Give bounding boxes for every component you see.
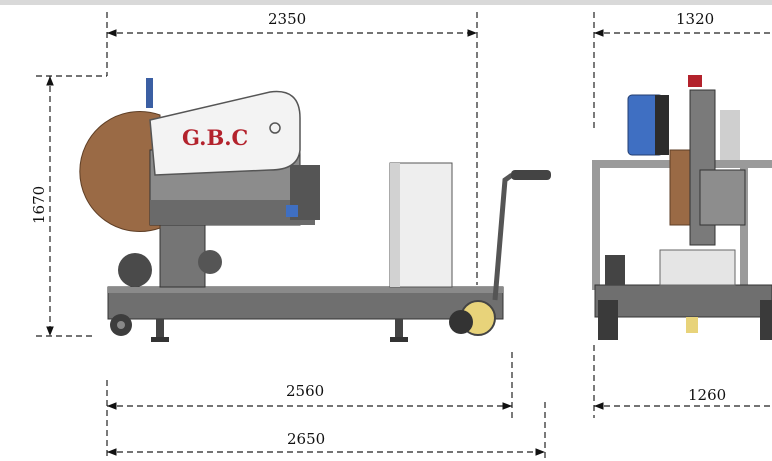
lower-motor bbox=[118, 253, 152, 287]
side-view-machine: G.B.C bbox=[79, 78, 551, 342]
caster-right bbox=[449, 310, 473, 334]
front-top-marker bbox=[688, 75, 702, 87]
pedestal bbox=[159, 224, 206, 288]
dimension-1320: 1320 bbox=[593, 10, 772, 132]
top-border bbox=[0, 0, 772, 5]
handle-grip bbox=[511, 170, 551, 180]
dimension-1670: 1670 bbox=[30, 75, 107, 337]
front-head-side bbox=[699, 169, 746, 226]
saw-blade bbox=[79, 111, 161, 232]
front-center-wheel bbox=[686, 317, 698, 333]
foot-middle bbox=[395, 319, 403, 339]
base-frame-top-edge bbox=[108, 287, 503, 293]
front-base bbox=[594, 284, 772, 318]
logo-ring bbox=[269, 122, 281, 134]
dimension-label-2350: 2350 bbox=[268, 10, 306, 28]
foot-middle-pad bbox=[390, 337, 408, 342]
handle-arm bbox=[492, 172, 514, 301]
dimension-label-1260: 1260 bbox=[688, 386, 726, 404]
front-view-machine bbox=[592, 75, 772, 340]
dimension-label-1320: 1320 bbox=[676, 10, 714, 28]
front-gearbox bbox=[659, 249, 736, 286]
front-leg-right bbox=[760, 300, 772, 340]
blade-guard bbox=[149, 90, 301, 176]
dimension-2650: 2650 bbox=[107, 402, 546, 460]
front-guard bbox=[720, 110, 740, 160]
cabinet-side bbox=[390, 163, 400, 287]
dimension-1260: 1260 bbox=[593, 345, 772, 418]
motor-flange bbox=[655, 95, 669, 155]
front-left-motor bbox=[605, 255, 625, 285]
dimension-label-1670: 1670 bbox=[30, 186, 48, 224]
front-leg-left bbox=[598, 300, 618, 340]
foot-left bbox=[156, 319, 164, 339]
dimension-label-2650: 2650 bbox=[287, 430, 325, 448]
lower-gear bbox=[198, 250, 222, 274]
gbc-logo: G.B.C bbox=[182, 125, 248, 150]
dimension-2560: 2560 bbox=[106, 352, 513, 460]
front-left-post bbox=[592, 160, 600, 290]
control-button bbox=[286, 205, 298, 217]
caster-left-hub bbox=[117, 321, 125, 329]
foot-left-pad bbox=[151, 337, 169, 342]
dimension-label-2560: 2560 bbox=[286, 382, 324, 400]
dimension-2350: 2350 bbox=[106, 10, 478, 285]
top-lever bbox=[146, 78, 153, 108]
